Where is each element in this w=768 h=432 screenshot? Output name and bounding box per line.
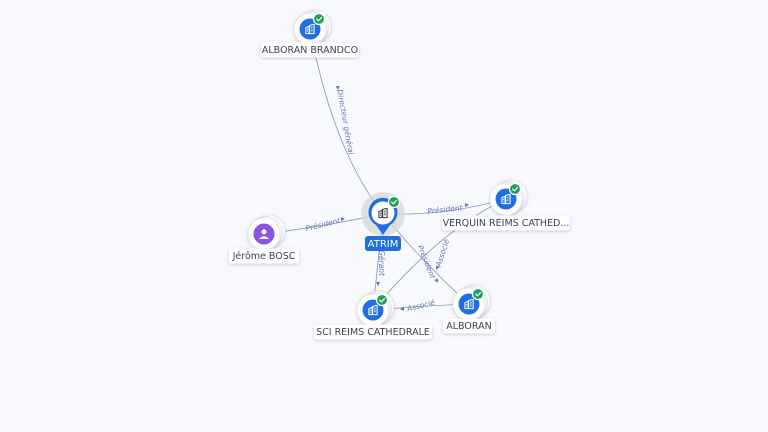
verified-check-icon — [387, 195, 401, 209]
node-label-pill — [443, 318, 495, 334]
node-sci-reims[interactable]: SCI REIMS CATHEDRALE — [314, 290, 432, 340]
node-alboran[interactable]: ALBORAN — [443, 284, 495, 334]
verified-check-icon — [471, 287, 485, 301]
node-label: ALBORAN — [446, 321, 491, 332]
edge-arrow-e2 — [340, 217, 345, 222]
node-label: Jérôme BOSC — [232, 251, 296, 262]
nodes-layer: ALBORAN BRANDCO Jérôme BOSC VERQUIN REIMS … — [229, 9, 570, 340]
verified-check-icon — [375, 293, 389, 307]
node-label-pill — [442, 215, 570, 231]
edge-label-e4: Gérant — [377, 250, 386, 277]
edge-arrow-e6 — [400, 306, 405, 311]
node-label: ALBORAN BRANDCO — [262, 45, 358, 56]
node-label-pill — [229, 248, 299, 264]
verified-check-icon — [312, 12, 326, 26]
center-label: ATRIM — [368, 239, 399, 250]
node-label-pill — [261, 42, 359, 58]
edge-label-e1: Directeur général — [335, 89, 355, 156]
verified-check-icon — [508, 182, 522, 196]
center-label-tag — [365, 236, 401, 251]
edge-label-e3: Président — [427, 203, 464, 216]
edge-label-e7: Associé — [434, 238, 452, 269]
edge-arrow-e7 — [436, 265, 440, 270]
node-verquin[interactable]: VERQUIN REIMS CATHED... — [442, 179, 570, 231]
node-label-pill — [314, 324, 432, 340]
edge-label-e2: Président — [305, 216, 342, 234]
edge-arrow-e4 — [376, 281, 381, 286]
edge-arrow-e3 — [464, 203, 469, 208]
center-node[interactable]: ATRIM — [361, 192, 405, 251]
person-icon — [259, 229, 269, 239]
node-label: VERQUIN REIMS CATHED... — [443, 218, 570, 229]
edge-line-e7 — [372, 198, 507, 311]
edge-label-e6: Associé — [405, 298, 436, 314]
node-jerome-bosc[interactable]: Jérôme BOSC — [229, 214, 299, 264]
node-label: SCI REIMS CATHEDRALE — [316, 327, 430, 338]
edge-arrow-e1 — [335, 85, 340, 90]
edge-arrow-e5 — [434, 278, 438, 283]
node-alboran-brandco[interactable]: ALBORAN BRANDCO — [261, 9, 359, 58]
